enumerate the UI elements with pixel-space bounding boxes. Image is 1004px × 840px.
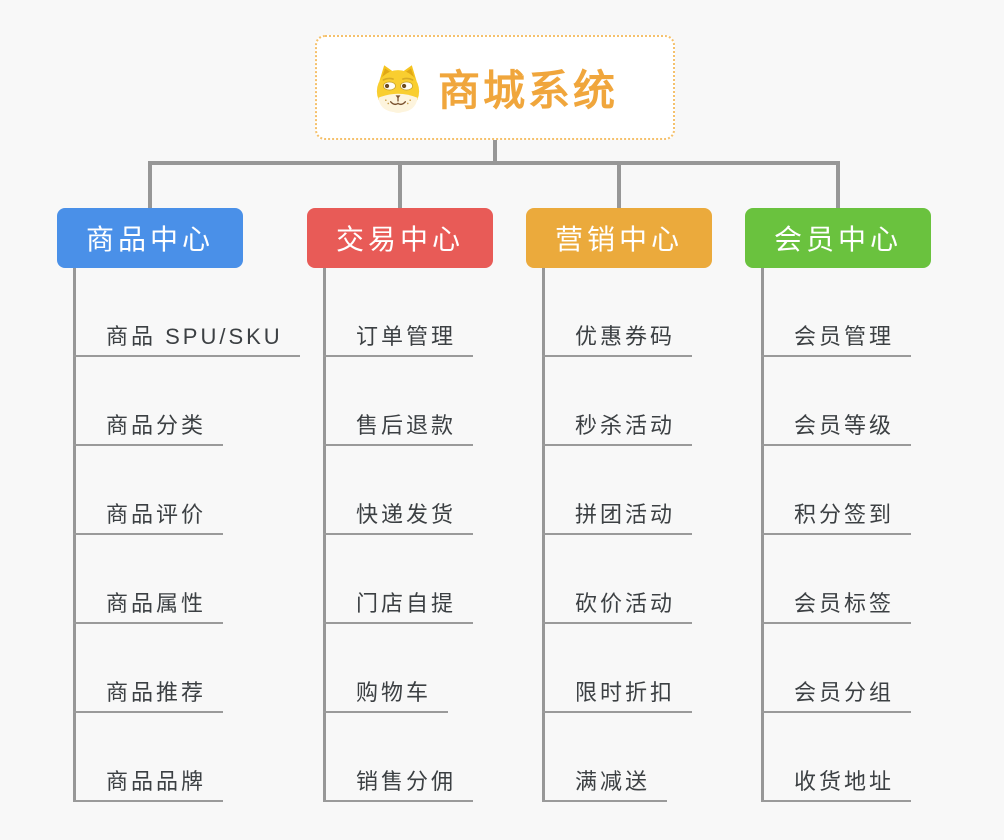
- branch-box-marketing-center[interactable]: 营销中心: [526, 208, 712, 268]
- child-item-product-center-3[interactable]: 商品属性: [73, 586, 224, 624]
- child-item-trade-center-0[interactable]: 订单管理: [323, 319, 474, 357]
- child-item-product-center-2[interactable]: 商品评价: [73, 497, 224, 535]
- child-rail-marketing-center: [542, 268, 545, 802]
- connector-root-stub: [493, 140, 497, 163]
- child-item-trade-center-4[interactable]: 购物车: [323, 675, 449, 713]
- child-rail-trade-center: [323, 268, 326, 802]
- child-item-product-center-4[interactable]: 商品推荐: [73, 675, 224, 713]
- child-item-trade-center-5[interactable]: 销售分佣: [323, 764, 474, 802]
- branch-box-member-center[interactable]: 会员中心: [745, 208, 931, 268]
- branch-label: 会员中心: [773, 224, 902, 255]
- child-item-member-center-0[interactable]: 会员管理: [761, 319, 912, 357]
- connector-rail: [148, 161, 840, 165]
- root-title: 商城系统: [437, 67, 618, 114]
- child-item-marketing-center-0[interactable]: 优惠券码: [542, 319, 693, 357]
- connector-drop: [836, 161, 840, 209]
- child-item-marketing-center-4[interactable]: 限时折扣: [542, 675, 693, 713]
- connector-drop: [148, 161, 152, 209]
- child-item-product-center-0[interactable]: 商品 SPU/SKU: [73, 319, 300, 357]
- child-item-product-center-5[interactable]: 商品品牌: [73, 764, 224, 802]
- child-item-marketing-center-2[interactable]: 拼团活动: [542, 497, 693, 535]
- child-item-marketing-center-5[interactable]: 满减送: [542, 764, 668, 802]
- branch-label: 商品中心: [85, 224, 214, 255]
- branch-label: 交易中心: [335, 224, 464, 255]
- branch-box-trade-center[interactable]: 交易中心: [307, 208, 493, 268]
- child-item-member-center-4[interactable]: 会员分组: [761, 675, 912, 713]
- child-rail-product-center: [73, 268, 76, 802]
- child-item-member-center-2[interactable]: 积分签到: [761, 497, 912, 535]
- child-item-trade-center-2[interactable]: 快递发货: [323, 497, 474, 535]
- connector-drop: [617, 161, 621, 209]
- child-item-member-center-3[interactable]: 会员标签: [761, 586, 912, 624]
- doge-icon: [376, 64, 420, 112]
- child-item-trade-center-1[interactable]: 售后退款: [323, 408, 474, 446]
- child-item-product-center-1[interactable]: 商品分类: [73, 408, 224, 446]
- child-item-member-center-1[interactable]: 会员等级: [761, 408, 912, 446]
- branch-box-product-center[interactable]: 商品中心: [57, 208, 243, 268]
- child-item-member-center-5[interactable]: 收货地址: [761, 764, 912, 802]
- child-rail-member-center: [761, 268, 764, 802]
- child-item-trade-center-3[interactable]: 门店自提: [323, 586, 474, 624]
- child-item-marketing-center-1[interactable]: 秒杀活动: [542, 408, 693, 446]
- root-node[interactable]: 商城系统: [315, 35, 675, 140]
- connector-drop: [398, 161, 402, 209]
- child-item-marketing-center-3[interactable]: 砍价活动: [542, 586, 693, 624]
- branch-label: 营销中心: [554, 224, 683, 255]
